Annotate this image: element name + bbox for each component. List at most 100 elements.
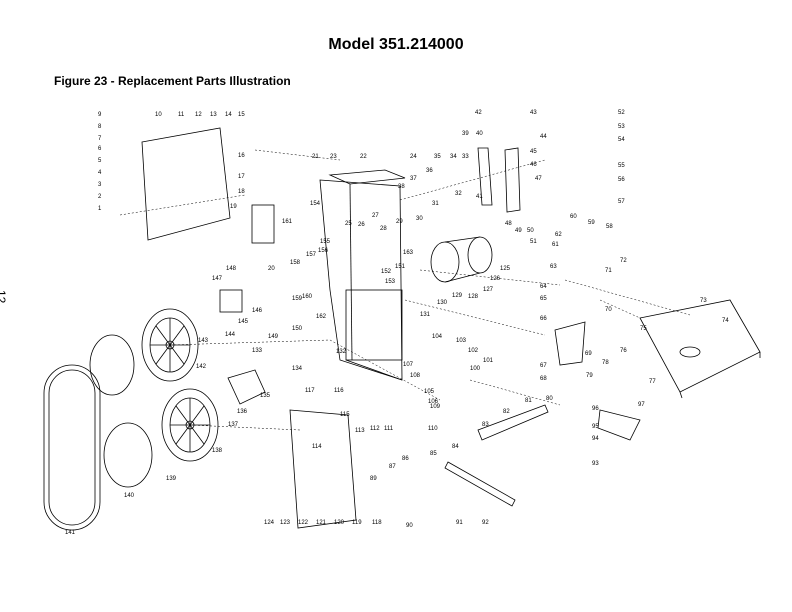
part-number-label: 20 xyxy=(268,266,275,272)
part-number-label: 122 xyxy=(298,520,309,526)
saw-blade xyxy=(43,364,101,531)
part-number-label: 125 xyxy=(500,266,511,272)
part-number-label: 3 xyxy=(98,182,102,188)
part-number-label: 128 xyxy=(468,294,479,300)
part-number-label: 93 xyxy=(592,461,599,467)
part-number-label: 19 xyxy=(230,204,237,210)
part-number-label: 83 xyxy=(482,422,489,428)
part-number-label: 126 xyxy=(490,276,501,282)
part-number-label: 111 xyxy=(384,426,394,432)
part-number-label: 66 xyxy=(540,316,547,322)
part-number-label: 34 xyxy=(450,154,457,160)
part-number-label: 149 xyxy=(268,334,279,340)
part-number-label: 145 xyxy=(238,319,249,325)
part-number-label: 90 xyxy=(406,523,413,529)
blade-guard xyxy=(477,147,493,206)
guide-bracket xyxy=(251,204,275,244)
table xyxy=(639,299,761,399)
drive-pulley xyxy=(227,369,266,405)
part-number-label: 109 xyxy=(430,404,441,410)
part-number-label: 37 xyxy=(410,176,417,182)
part-number-label: 80 xyxy=(546,396,553,402)
part-number-label: 44 xyxy=(540,134,547,140)
assembly-lines xyxy=(119,149,691,431)
part-number-label: 61 xyxy=(552,242,559,248)
part-number-label: 13 xyxy=(210,112,217,118)
part-number-label: 38 xyxy=(398,184,405,190)
part-number-label: 52 xyxy=(618,110,625,116)
part-number-label: 72 xyxy=(620,258,627,264)
part-number-label: 114 xyxy=(312,444,322,450)
part-number-label: 32 xyxy=(455,191,462,197)
part-number-label: 154 xyxy=(310,201,321,207)
part-number-label: 87 xyxy=(389,464,396,470)
part-number-label: 129 xyxy=(452,293,463,299)
part-number-label: 147 xyxy=(212,276,223,282)
part-number-label: 136 xyxy=(237,409,248,415)
part-number-label: 8 xyxy=(98,124,102,130)
part-number-label: 152 xyxy=(381,269,392,275)
part-number-label: 16 xyxy=(238,153,245,159)
figure-caption: Figure 23 - Replacement Parts Illustrati… xyxy=(54,74,291,88)
part-number-label: 108 xyxy=(410,373,421,379)
part-number-label: 49 xyxy=(515,228,522,234)
part-number-label: 63 xyxy=(550,264,557,270)
part-number-label: 25 xyxy=(345,221,352,227)
part-number-label: 100 xyxy=(470,366,481,372)
part-number-label: 15 xyxy=(238,112,245,118)
part-number-label: 35 xyxy=(434,154,441,160)
part-number-label: 22 xyxy=(360,154,367,160)
part-number-label: 12 xyxy=(195,112,202,118)
part-number-label: 97 xyxy=(638,402,645,408)
part-number-label: 156 xyxy=(318,248,329,254)
part-number-label: 50 xyxy=(527,228,534,234)
part-number-label: 138 xyxy=(212,448,223,454)
part-number-label: 77 xyxy=(649,379,656,385)
part-number-label: 137 xyxy=(228,422,239,428)
part-number-label: 41 xyxy=(476,194,483,200)
part-number-label: 112 xyxy=(370,426,380,432)
part-number-label: 106 xyxy=(428,399,439,405)
fence-rail xyxy=(477,404,549,441)
part-number-label: 1 xyxy=(98,206,102,212)
part-number-label: 70 xyxy=(605,307,612,313)
part-number-label: 160 xyxy=(302,294,313,300)
part-number-label: 143 xyxy=(198,338,209,344)
part-number-label: 84 xyxy=(452,444,459,450)
part-number-label: 81 xyxy=(525,398,532,404)
part-number-label: 110 xyxy=(428,426,438,432)
part-number-label: 101 xyxy=(483,358,494,364)
part-number-label: 135 xyxy=(260,393,271,399)
part-number-label: 39 xyxy=(462,131,469,137)
part-number-label: 30 xyxy=(416,216,423,222)
part-number-label: 48 xyxy=(505,221,512,227)
part-number-label: 116 xyxy=(334,388,344,394)
part-number-label: 14 xyxy=(225,112,232,118)
part-number-label: 118 xyxy=(372,520,382,526)
part-number-label: 43 xyxy=(530,110,537,116)
part-number-label: 148 xyxy=(226,266,237,272)
part-number-label: 89 xyxy=(370,476,377,482)
part-number-label: 2 xyxy=(98,194,102,200)
part-number-label: 157 xyxy=(306,252,317,258)
part-number-label: 85 xyxy=(430,451,437,457)
part-number-label: 33 xyxy=(462,154,469,160)
part-number-label: 146 xyxy=(252,308,263,314)
part-number-label: 42 xyxy=(475,110,482,116)
part-number-label: 105 xyxy=(424,389,435,395)
part-number-label: 117 xyxy=(305,388,315,394)
part-number-label: 23 xyxy=(330,154,337,160)
part-number-label: 94 xyxy=(592,436,599,442)
part-number-label: 133 xyxy=(252,348,263,354)
guide-post xyxy=(504,147,521,213)
part-number-label: 142 xyxy=(196,364,207,370)
part-number-label: 59 xyxy=(588,220,595,226)
guide-assembly xyxy=(219,289,243,313)
part-number-label: 9 xyxy=(98,112,102,118)
part-number-label: 71 xyxy=(605,268,612,274)
part-number-label: 130 xyxy=(437,300,448,306)
part-number-label: 161 xyxy=(282,219,293,225)
part-number-label: 55 xyxy=(618,163,625,169)
part-number-label: 7 xyxy=(98,136,102,142)
